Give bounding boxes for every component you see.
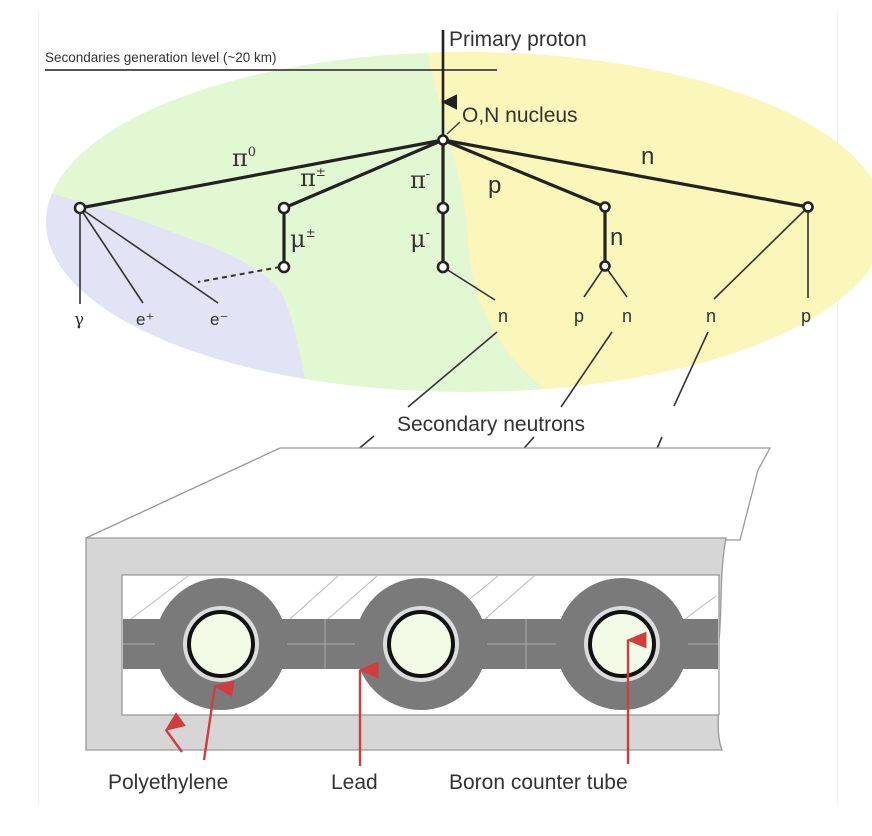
edge-p (441, 138, 607, 209)
cascade-nodes (73, 134, 814, 274)
edge-pi-pm (282, 138, 445, 210)
edge-pi0 (78, 138, 445, 210)
detector-top-face (85, 447, 772, 541)
label-pi-minus: π- (410, 166, 430, 194)
edge-n (441, 138, 810, 209)
lead-label: Lead (331, 771, 378, 794)
cascade-edges (78, 138, 810, 304)
boron-tube-label: Boron counter tube (449, 771, 628, 794)
boron-tube (155, 578, 287, 710)
node-nucleus (437, 134, 449, 146)
label-n-branch: n (641, 143, 654, 170)
edge-p-product (583, 265, 606, 298)
neutron-track-1a (407, 331, 498, 408)
generation-level-label: Secondaries generation level (~20 km) (45, 50, 277, 65)
label-n-mid: n (610, 224, 623, 251)
edge-e-minus (79, 207, 219, 304)
edge-n-product-3 (713, 206, 809, 300)
label-mu-pm: μ± (290, 225, 316, 253)
node-pi-minus (436, 201, 450, 215)
edge-n-product-2 (604, 265, 628, 298)
tube-core (588, 610, 656, 678)
product-n-1: n (498, 306, 508, 326)
tube-core (387, 610, 455, 678)
neutron-track-3a (673, 331, 709, 407)
node-n-right (802, 201, 814, 213)
edge-n-product-1 (442, 266, 496, 301)
product-labels: γ e⁺ e⁻ n p n n p (74, 306, 811, 330)
tube-core (187, 610, 255, 678)
product-gamma: γ (74, 310, 84, 330)
boron-tube (556, 578, 688, 710)
label-mu-minus: μ- (410, 225, 430, 253)
node-n-mid (599, 260, 611, 272)
neutron-track-2a (560, 331, 613, 408)
node-mu-minus (436, 260, 450, 274)
boron-tubes (155, 578, 688, 710)
secondary-neutrons-label: Secondary neutrons (397, 413, 585, 436)
product-n-3: n (706, 306, 716, 326)
node-mu-pm (277, 260, 291, 274)
branch-labels: π0 π± π- μ± μ- p n n (232, 143, 654, 253)
product-n-2: n (622, 306, 632, 326)
label-p-branch: p (488, 172, 501, 199)
label-pi0: π0 (232, 144, 256, 172)
polyethylene-label: Polyethylene (108, 771, 228, 794)
pointer-arrows (164, 631, 647, 766)
product-e-minus: e⁻ (210, 310, 228, 329)
arrow-polyethylene-1 (202, 680, 235, 761)
arrow-polyethylene-2 (164, 712, 186, 753)
edge-e-plus (79, 207, 144, 304)
nucleonic-region (425, 52, 872, 392)
node-pi0 (73, 201, 87, 215)
neutron-monitor-detector (85, 447, 772, 751)
product-p-1: p (574, 306, 584, 326)
edge-decay-dashed (197, 266, 281, 283)
cascade-regions (46, 52, 872, 392)
product-e-plus: e⁺ (136, 310, 154, 329)
node-pi-pm (277, 201, 291, 215)
nucleus-pointer (446, 121, 461, 135)
primary-proton-label: Primary proton (449, 28, 587, 51)
product-p-2: p (801, 306, 811, 326)
label-pi-pm: π± (300, 164, 326, 192)
boron-tube (355, 578, 487, 710)
node-p (599, 201, 611, 213)
nucleus-label: O,N nucleus (462, 104, 578, 127)
